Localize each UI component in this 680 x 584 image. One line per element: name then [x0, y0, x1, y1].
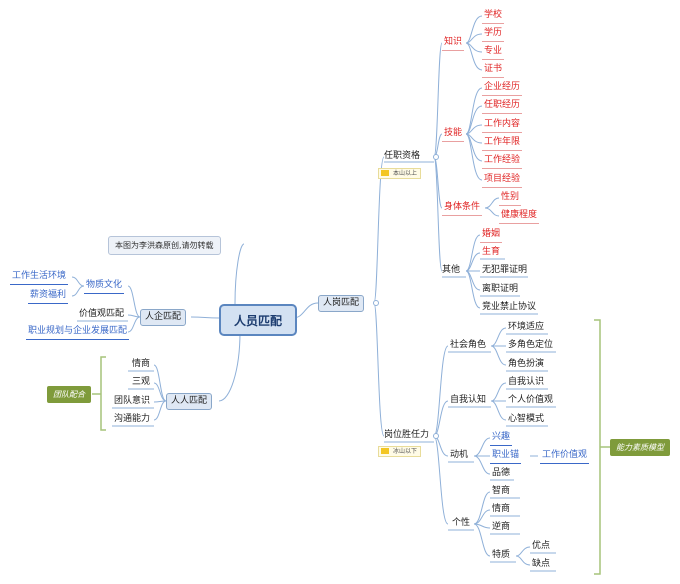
- leaf-quedian[interactable]: 缺点: [532, 559, 551, 569]
- leaf-gongzuonianxian[interactable]: 工作年限: [482, 137, 523, 151]
- node-shehui[interactable]: 社会角色: [450, 340, 487, 350]
- node-guihua[interactable]: 职业规划与企业发展匹配: [26, 326, 130, 340]
- leaf-gongzuohuanjing[interactable]: 工作生活环境: [10, 271, 69, 285]
- leaf-wufanzui[interactable]: 无犯罪证明: [482, 265, 528, 275]
- leaf-xinzi[interactable]: 薪资福利: [28, 290, 69, 304]
- leaf-tezhi[interactable]: 特质: [492, 550, 511, 560]
- leaf-renzhijingli[interactable]: 任职经历: [482, 100, 523, 114]
- leaf-qingshang[interactable]: 情商: [492, 504, 511, 514]
- node-renren[interactable]: 人人匹配: [166, 393, 213, 410]
- leaf-gongzuojiazhiguan[interactable]: 工作价值观: [540, 450, 590, 464]
- note-zhizi: 本山以上: [378, 168, 422, 179]
- leaf-pinde[interactable]: 品德: [492, 468, 511, 478]
- node-shenti[interactable]: 身体条件: [442, 202, 483, 216]
- leaf-jiazhiguan[interactable]: 个人价值观: [508, 395, 554, 405]
- leaf-jingye[interactable]: 竞业禁止协议: [482, 302, 537, 312]
- leaf-gongzuojingyan[interactable]: 工作经验: [482, 155, 523, 169]
- leaf-xinzhi[interactable]: 心智模式: [508, 414, 545, 424]
- leaf-zhishang[interactable]: 智商: [492, 486, 511, 496]
- copyright-note: 本图为李洪森原创,请勿转载: [108, 236, 221, 255]
- leaf-duojiaose[interactable]: 多角色定位: [508, 340, 554, 350]
- leaf-lizhi[interactable]: 离职证明: [482, 284, 519, 294]
- leaf-rr-qingshang[interactable]: 情商: [132, 359, 151, 369]
- leaf-jiankang[interactable]: 健康程度: [499, 210, 540, 224]
- leaf-jiaoseban[interactable]: 角色扮演: [508, 359, 545, 369]
- leaf-huanjing[interactable]: 环境适应: [508, 322, 545, 332]
- leaf-youdian[interactable]: 优点: [532, 541, 551, 551]
- leaf-zhiyemao[interactable]: 职业锚: [490, 450, 522, 464]
- note-shengren: 冰山以下: [378, 446, 422, 457]
- leaf-qiyejingli[interactable]: 企业经历: [482, 82, 523, 96]
- leaf-xingqu[interactable]: 兴趣: [490, 432, 513, 446]
- note-icon: [381, 448, 389, 454]
- leaf-tuanduiyishi[interactable]: 团队意识: [114, 396, 151, 406]
- tag-ability-model[interactable]: 能力素质模型: [610, 439, 670, 456]
- node-shengren[interactable]: 岗位胜任力: [384, 430, 430, 440]
- leaf-xueli[interactable]: 学历: [482, 28, 505, 42]
- root-node[interactable]: 人员匹配: [219, 304, 297, 336]
- node-jineng[interactable]: 技能: [442, 128, 465, 142]
- node-qita[interactable]: 其他: [442, 265, 461, 275]
- leaf-xuexiao[interactable]: 学校: [482, 10, 505, 24]
- leaf-zhuanye[interactable]: 专业: [482, 46, 505, 60]
- leaf-hunyin[interactable]: 婚姻: [480, 229, 503, 243]
- node-jiazhiguanpipei[interactable]: 价值观匹配: [79, 309, 125, 319]
- leaf-ziworenshi[interactable]: 自我认识: [508, 377, 545, 387]
- node-dongji[interactable]: 动机: [450, 450, 469, 460]
- node-zhishi[interactable]: 知识: [442, 37, 465, 51]
- node-zhizi[interactable]: 任职资格: [384, 151, 421, 161]
- node-renqi[interactable]: 人企匹配: [140, 309, 187, 326]
- leaf-goutong[interactable]: 沟通能力: [114, 414, 151, 424]
- node-ziwo[interactable]: 自我认知: [450, 395, 487, 405]
- node-rengang[interactable]: 人岗匹配: [318, 295, 365, 312]
- leaf-nishang[interactable]: 逆商: [492, 522, 511, 532]
- leaf-sanguan[interactable]: 三观: [132, 377, 151, 387]
- note-icon: [381, 170, 389, 176]
- leaf-shengyu[interactable]: 生育: [482, 247, 501, 257]
- leaf-xingbie[interactable]: 性别: [499, 192, 522, 206]
- leaf-xiangmujingyan[interactable]: 项目经验: [482, 174, 523, 188]
- leaf-zhengshu[interactable]: 证书: [482, 64, 505, 78]
- tag-team[interactable]: 团队配合: [47, 386, 91, 403]
- leaf-gongzuoneirong[interactable]: 工作内容: [482, 119, 523, 133]
- node-wuzhi[interactable]: 物质文化: [84, 280, 125, 294]
- node-gexing[interactable]: 个性: [452, 518, 471, 528]
